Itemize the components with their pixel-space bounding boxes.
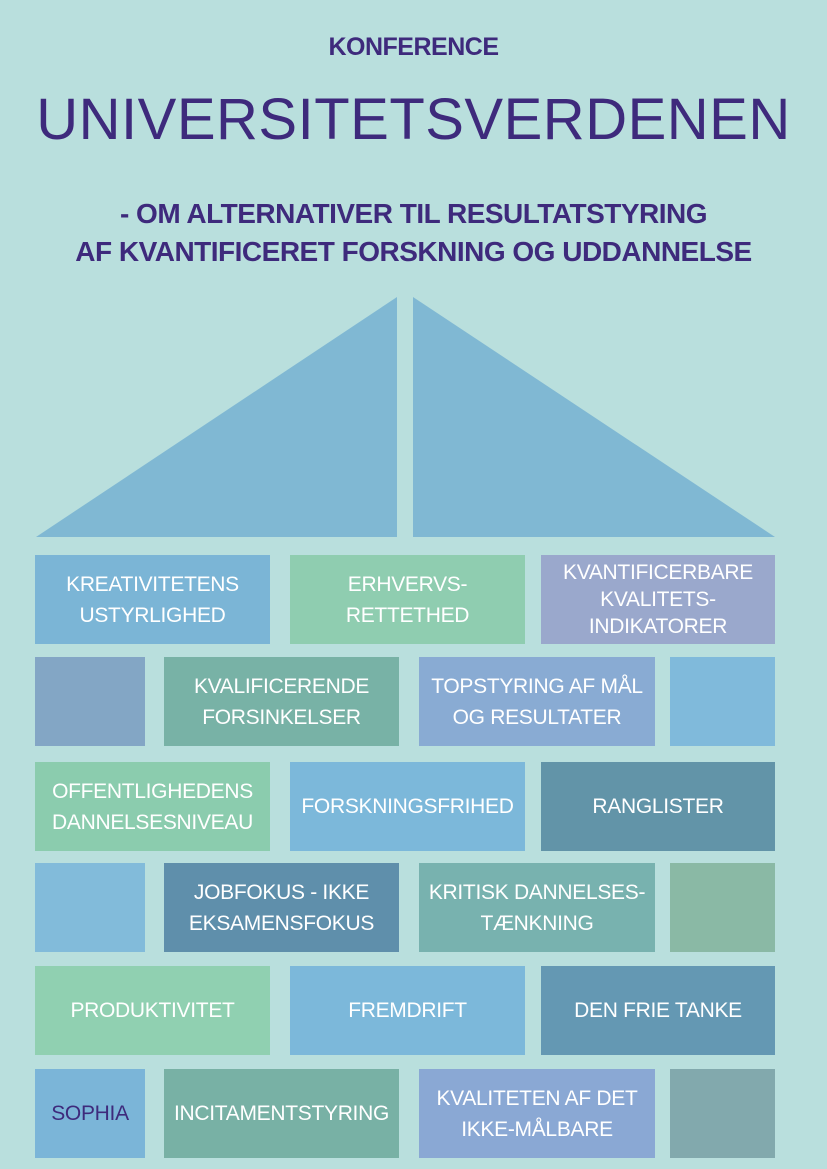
wall-block: KVALIFICERENDE FORSINKELSER [164,657,399,746]
house-roof [36,297,775,537]
wall-block: RANGLISTER [541,762,775,851]
wall-block: DEN FRIE TANKE [541,966,775,1055]
wall-block-empty [670,863,775,952]
page-title: UNIVERSITETSVERDENEN [36,87,791,152]
wall-block: PRODUKTIVITET [35,966,270,1055]
wall-block: FREMDRIFT [290,966,525,1055]
wall-block: SOPHIA [35,1069,145,1158]
wall-block: TOPSTYRING AF MÅL OG RESULTATER [419,657,655,746]
wall-block-empty [35,863,145,952]
conference-kicker: KONFERENCE [328,33,499,61]
wall-block: OFFENTLIGHEDENS DANNELSESNIVEAU [35,762,270,851]
wall-block-empty [35,657,145,746]
subtitle-line-1: - OM ALTERNATIVER TIL RESULTATSTYRING [119,198,708,229]
wall-block: KVALITETEN AF DET IKKE-MÅLBARE [419,1069,655,1158]
wall-block: KRITISK DANNELSES- TÆNKNING [419,863,655,952]
wall-block: FORSKNINGSFRIHED [290,762,525,851]
roof-right-half [413,297,775,537]
subtitle-line-2: AF KVANTIFICERET FORSKNING OG UDDANNELSE [75,236,752,267]
wall-block: KREATIVITETENS USTYRLIGHED [35,555,270,644]
roof-left-half [36,297,397,537]
wall-block: INCITAMENTSTYRING [164,1069,399,1158]
wall-block-empty [670,1069,775,1158]
wall-block: JOBFOKUS - IKKE EKSAMENSFOKUS [164,863,399,952]
wall-block: KVANTIFICERBARE KVALITETS- INDIKATORER [541,555,775,644]
wall-block-empty [670,657,775,746]
wall-block: ERHVERVS- RETTETHED [290,555,525,644]
